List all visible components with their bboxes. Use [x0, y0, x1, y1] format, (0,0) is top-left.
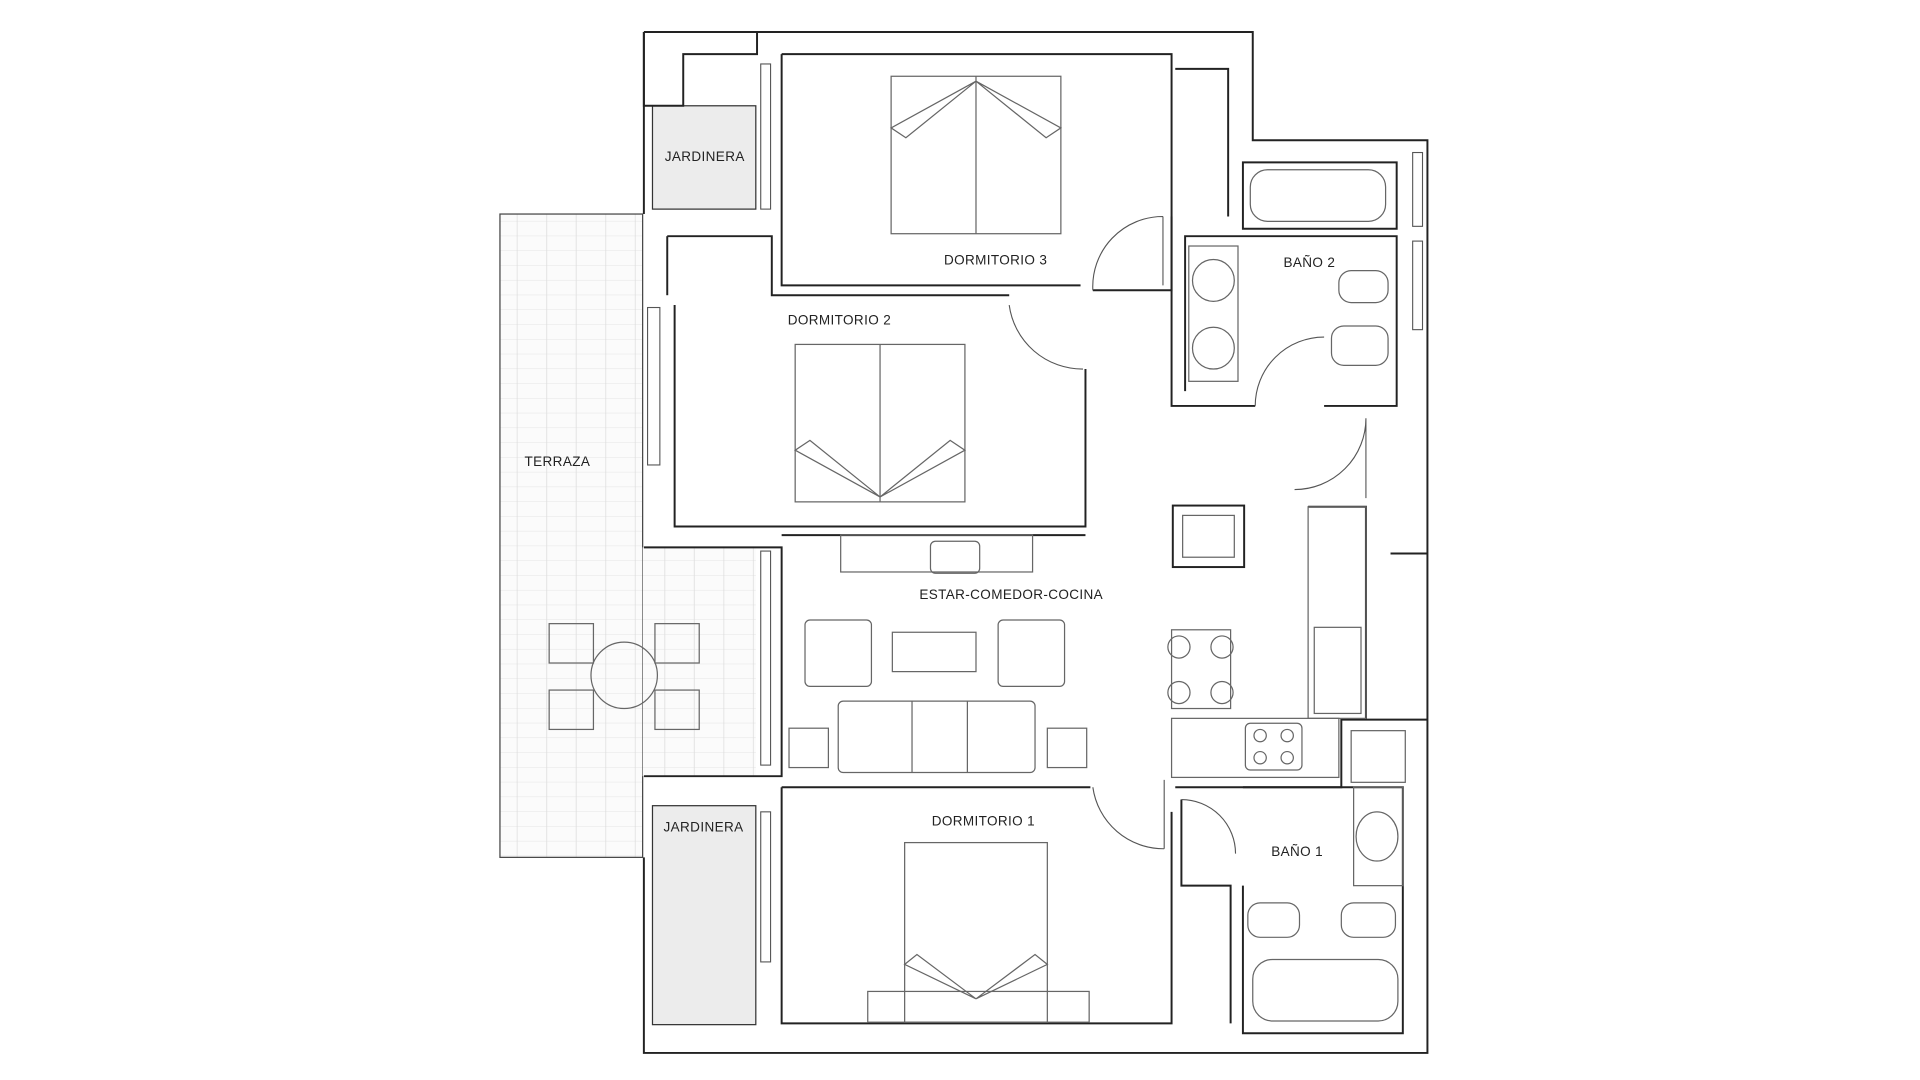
- label-jardinera-bottom: JARDINERA: [664, 820, 744, 835]
- living-furniture: [788, 504, 1246, 774]
- label-dormitorio-3: DORMITORIO 3: [944, 252, 1047, 267]
- bathroom-fixtures: [1188, 169, 1404, 1022]
- label-dormitorio-1: DORMITORIO 1: [932, 813, 1035, 828]
- label-bano-2: BAÑO 2: [1284, 255, 1336, 270]
- bed-dormitorio-2: [793, 343, 967, 503]
- interior-walls: [643, 53, 1428, 1035]
- windows: [647, 63, 1424, 963]
- label-dormitorio-2: DORMITORIO 2: [788, 313, 891, 328]
- terrace-table-set: [548, 623, 700, 731]
- outer-walls: [642, 30, 1429, 1054]
- label-jardinera-top: JARDINERA: [665, 149, 745, 164]
- room-labels: DORMITORIO 3 DORMITORIO 2 DORMITORIO 1 B…: [525, 149, 1336, 859]
- doors: [1008, 215, 1367, 854]
- kitchen: [1170, 506, 1406, 783]
- planter-bottom: [651, 805, 757, 1026]
- bed-dormitorio-3: [889, 75, 1063, 235]
- label-bano-1: BAÑO 1: [1271, 844, 1323, 859]
- terrace: [499, 213, 756, 858]
- label-terraza: TERRAZA: [525, 454, 591, 469]
- label-estar-comedor-cocina: ESTAR-COMEDOR-COCINA: [919, 587, 1103, 602]
- planter-top: [651, 105, 757, 210]
- bed-dormitorio-1: [867, 841, 1090, 1023]
